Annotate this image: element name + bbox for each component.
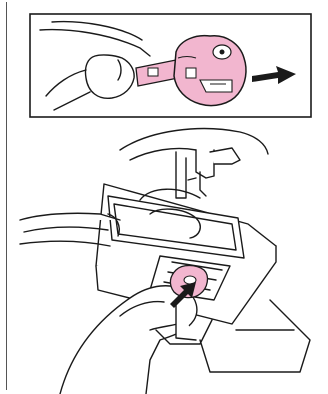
bobbin-case [174,36,246,106]
top-panel [30,14,311,117]
machine-illustration [20,129,310,394]
